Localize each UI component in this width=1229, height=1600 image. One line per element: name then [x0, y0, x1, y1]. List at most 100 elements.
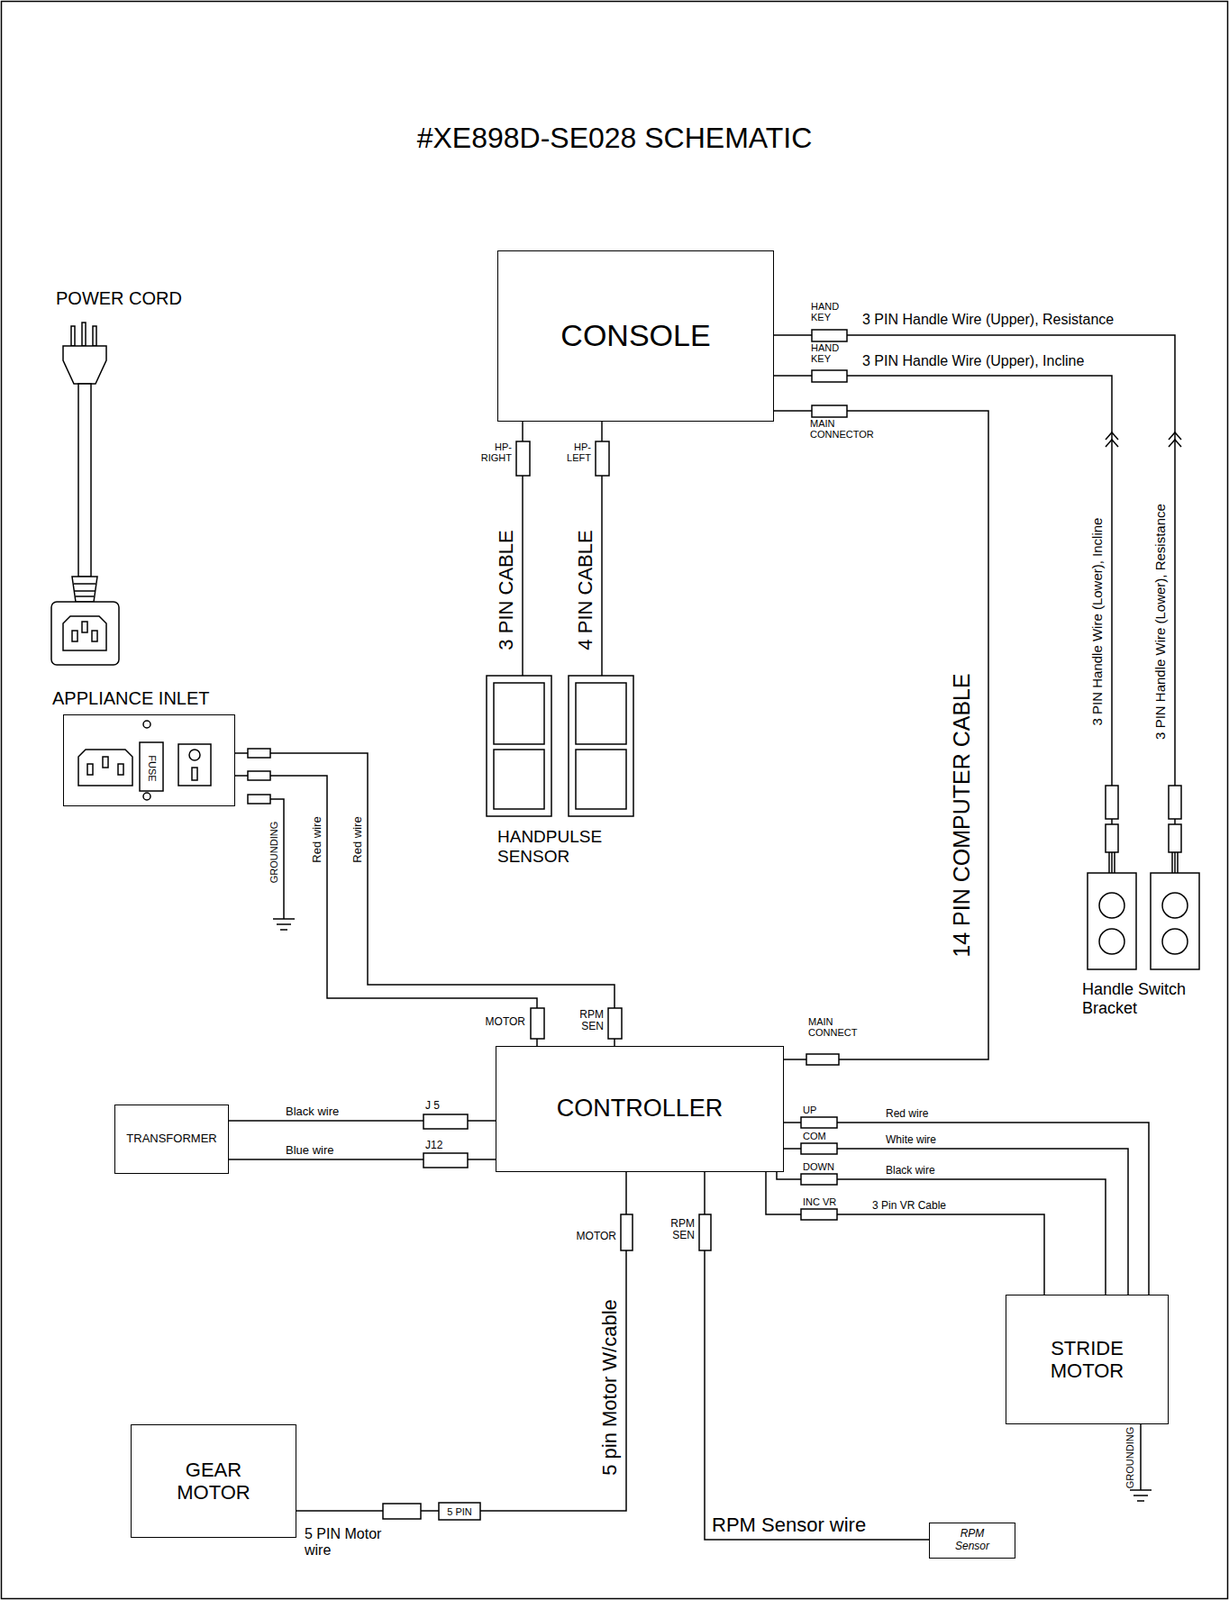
node-title: APPLIANCE INLET	[52, 688, 210, 710]
node-title: Handle Switch Bracket	[1082, 980, 1209, 1018]
sensor-plate	[568, 675, 634, 817]
rpm-sensor-box: RPM Sensor	[928, 1522, 1016, 1559]
wire	[783, 1148, 1129, 1295]
connector-tab	[247, 771, 271, 781]
part-label: 3 PIN Handle Wire (Lower), Resistance	[1153, 503, 1169, 740]
wire	[773, 375, 1112, 874]
wire-label: Black wire	[285, 1105, 339, 1119]
connector-tabs	[247, 329, 847, 1521]
sensor-pad	[575, 749, 627, 810]
part-label: GROUNDING	[268, 821, 280, 884]
part-label: RPM SEN	[670, 1218, 695, 1242]
switch-mark	[189, 749, 201, 761]
fuse-holder	[139, 742, 164, 792]
connector-tab	[699, 1214, 711, 1251]
wire	[235, 753, 615, 1047]
connector-tab	[595, 441, 610, 476]
part-label: INC VR	[802, 1196, 837, 1208]
part-label: MAIN CONNECT	[808, 1016, 857, 1038]
controller-box: CONTROLLER	[495, 1046, 784, 1173]
part-label: 5 PIN	[446, 1506, 473, 1518]
wire-plug	[1168, 785, 1182, 820]
connector-tab	[423, 1153, 468, 1168]
connector-tab	[423, 1114, 468, 1129]
part-label: MOTOR	[485, 1016, 526, 1029]
socket-slot	[72, 630, 78, 642]
connector-socket	[63, 616, 107, 651]
wire-label: Red wire	[310, 816, 324, 863]
socket-slot	[91, 630, 98, 642]
switch-plate	[1150, 873, 1200, 970]
plug-leads	[1109, 852, 1178, 874]
socket-slot	[81, 621, 88, 633]
connector-tab	[811, 329, 847, 342]
inlet-socket	[78, 749, 133, 786]
wire-label: 4 PIN CABLE	[574, 529, 597, 650]
power-switch	[178, 744, 211, 786]
part-label: MAIN CONNECTOR	[810, 418, 874, 440]
plug-prong	[92, 326, 97, 346]
connector-tab	[811, 405, 847, 418]
wire-label: Black wire	[885, 1165, 936, 1177]
wire-plug	[1105, 785, 1119, 820]
part-label: POWER CORD	[55, 288, 183, 309]
wire	[765, 1172, 1045, 1295]
transformer-box: TRANSFORMER	[114, 1104, 229, 1175]
node-title: CONTROLLER	[556, 1094, 724, 1123]
wire-label: 5 pin Motor W/cable	[599, 1299, 621, 1476]
connector-tab	[247, 794, 271, 804]
part-label: HP-RIGHT	[481, 441, 512, 464]
sensor-pad	[575, 682, 627, 745]
wire-label: Red wire	[351, 816, 365, 863]
part-label: DOWN	[802, 1161, 835, 1173]
cord-connector	[51, 601, 119, 665]
part-label: UP	[802, 1104, 817, 1116]
wire	[773, 410, 989, 1060]
switch-button	[1162, 928, 1188, 955]
wire	[783, 1122, 1149, 1295]
part-label: HP-LEFT	[566, 441, 592, 464]
part-label: 5 PIN Motor wire	[304, 1526, 409, 1558]
switch-plate	[1087, 873, 1137, 970]
handpulse-sensor: HANDPULSE SENSOR	[486, 675, 634, 817]
part-label: HAND KEY	[810, 300, 839, 323]
connector-tab	[620, 1214, 633, 1251]
part-label: J 5	[425, 1100, 440, 1112]
appliance-inlet: APPLIANCE INLETFUSE	[63, 714, 236, 807]
connector-tab	[801, 1174, 838, 1185]
wire-label: White wire	[885, 1134, 937, 1147]
node-title: HANDPULSE SENSOR	[497, 827, 615, 867]
switch-button	[1099, 928, 1125, 955]
inlet-parts	[78, 720, 211, 801]
socket-pin	[87, 764, 93, 775]
part-label: GROUNDING	[1124, 1427, 1136, 1489]
wire-label: 14 PIN COMPUTER CABLE	[949, 673, 975, 957]
stride-motor-box: STRIDE MOTOR	[1005, 1294, 1169, 1425]
connector-tab	[516, 441, 530, 476]
connector-tab	[801, 1209, 838, 1220]
connector-tab	[801, 1117, 838, 1129]
wire	[773, 335, 1175, 874]
connector-tab	[801, 1143, 838, 1155]
wire-plug	[1105, 824, 1119, 853]
node-title: CONSOLE	[560, 318, 711, 354]
node-text: FUSE	[146, 755, 159, 782]
node-title: TRANSFORMER	[126, 1132, 217, 1147]
switch-button	[1162, 892, 1188, 919]
node-title: STRIDE MOTOR	[1042, 1337, 1133, 1384]
wire-label: 3 PIN Handle Wire (Upper), Incline	[862, 353, 1084, 370]
connector-tab	[608, 1008, 622, 1039]
connector-tab	[438, 1502, 481, 1521]
node-title: RPM Sensor	[946, 1528, 998, 1554]
connector-tab	[806, 1054, 839, 1066]
wire-label: Red wire	[885, 1108, 929, 1120]
screw-hole	[143, 720, 151, 729]
wire-label: 3 PIN Handle Wire (Upper), Resistance	[862, 311, 1114, 328]
wire	[776, 1172, 1106, 1295]
cord	[78, 383, 92, 577]
diagram-title: #XE898D-SE028 SCHEMATIC	[417, 122, 813, 155]
socket-pin	[118, 764, 124, 775]
part-label: RPM SEN	[579, 1009, 604, 1033]
